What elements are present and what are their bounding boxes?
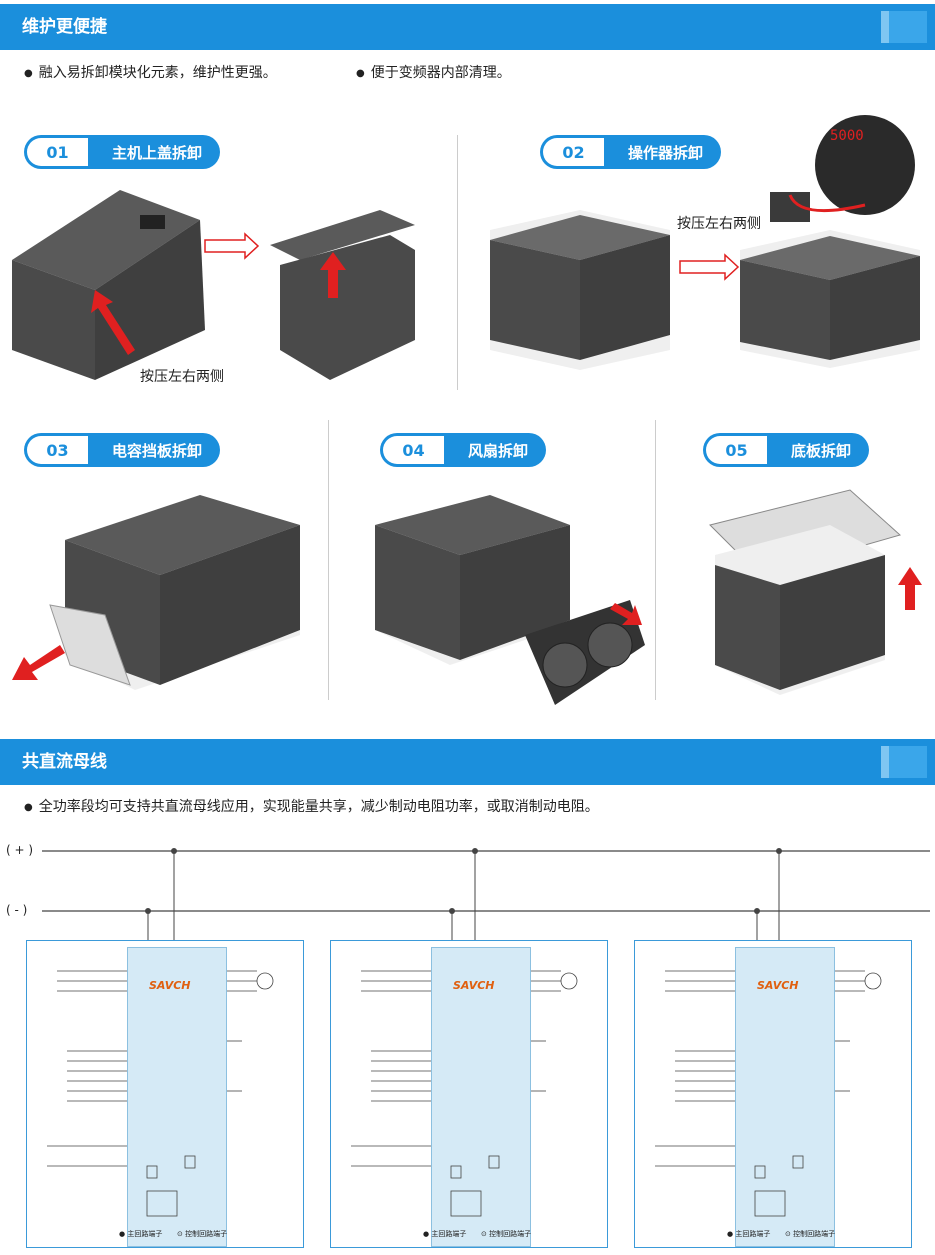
brand-logo: SAVCH (149, 979, 191, 992)
device-top (490, 215, 670, 260)
divider (655, 420, 656, 700)
drive-circuit-diagram-2: SAVCH ● 主回路端子 ⊙ 控制回路端子 (330, 940, 608, 1248)
drive-circuit-diagram-3: SAVCH ● 主回路端子 ⊙ 控制回路端子 (634, 940, 912, 1248)
device-open (280, 235, 415, 380)
lift-arrow-icon (320, 252, 346, 298)
divider (328, 420, 329, 700)
legend-main-terminal: ● 主回路端子 (727, 1230, 771, 1238)
step-title: 操作器拆卸 (604, 135, 722, 169)
arrow-right-icon (679, 253, 740, 281)
device-front (715, 565, 780, 690)
lift-arrow-icon (898, 567, 922, 610)
step-title: 主机上盖拆卸 (88, 135, 221, 169)
device-side (160, 525, 300, 685)
header-decoration (881, 746, 927, 778)
step-badge-03: 03 电容挡板拆卸 (24, 433, 221, 467)
section-header-dc-bus: 共直流母线 (0, 739, 935, 785)
header-decoration (881, 11, 927, 43)
remove-arrow-icon (610, 603, 642, 625)
zoom-circle (815, 115, 915, 215)
device-top (375, 495, 570, 555)
circuit-wiring (47, 970, 274, 1217)
step-number: 01 (24, 135, 102, 169)
caption-step2: 按压左右两侧 (677, 216, 761, 232)
dc-bus-wiring (42, 848, 930, 940)
section-title: 共直流母线 (22, 752, 107, 772)
step-number: 04 (380, 433, 458, 467)
display-digits: 5000 (830, 128, 864, 144)
step3-illustration (12, 495, 300, 690)
step-number: 03 (24, 433, 102, 467)
device-front (490, 240, 580, 360)
step-title: 风扇拆卸 (444, 433, 547, 467)
bus-plus-label: ( + ) (6, 843, 34, 857)
step-badge-01: 01 主机上盖拆卸 (24, 135, 221, 169)
legend-main-terminal: ● 主回路端子 (119, 1230, 163, 1238)
step-number: 02 (540, 135, 618, 169)
step1-illustration (12, 190, 415, 380)
zoom-arrow-icon (788, 194, 866, 213)
arrow-right-icon (204, 232, 260, 260)
section-title: 维护更便捷 (22, 17, 107, 37)
legend-control-terminal: ⊙ 控制回路端子 (481, 1230, 532, 1238)
step-number: 05 (703, 433, 781, 467)
step-badge-05: 05 底板拆卸 (703, 433, 870, 467)
brand-logo: SAVCH (757, 979, 799, 992)
press-arrow-icon (91, 290, 135, 355)
step5-illustration (709, 489, 922, 695)
display-panel (140, 215, 165, 229)
legend-main-terminal: ● 主回路端子 (423, 1230, 467, 1238)
fan-blade (587, 622, 633, 668)
fan-blade (542, 642, 588, 688)
device-front-2 (740, 260, 830, 360)
bus-minus-label: ( - ) (6, 903, 28, 917)
bullet-item: 全功率段均可支持共直流母线应用，实现能量共享，减少制动电阻功率，或取消制动电阻。 (24, 796, 599, 816)
device-front (375, 525, 460, 660)
device-top-2 (740, 236, 920, 280)
legend-control-terminal: ⊙ 控制回路端子 (785, 1230, 836, 1238)
remove-arrow-icon (12, 645, 65, 680)
step-title: 底板拆卸 (767, 433, 870, 467)
drive-circuit-diagram-1: SAVCH ● 主回路端子 ⊙ 控制回路端子 (26, 940, 304, 1248)
step2-illustration: 5000 (490, 115, 920, 370)
step-badge-04: 04 风扇拆卸 (380, 433, 547, 467)
circuit-wiring (655, 970, 882, 1217)
device-side (580, 235, 670, 360)
section-header-maintenance: 维护更便捷 (0, 4, 935, 50)
device-side-2 (830, 256, 920, 360)
brand-logo: SAVCH (453, 979, 495, 992)
bullet-item: 便于变频器内部清理。 (356, 62, 511, 82)
circuit-wiring (351, 970, 578, 1217)
bullet-item: 融入易拆卸模块化元素，维护性更强。 (24, 62, 277, 82)
step-badge-02: 02 操作器拆卸 (540, 135, 722, 169)
device-front (12, 260, 95, 380)
caption-step1: 按压左右两侧 (140, 369, 224, 385)
capacitor-plate (49, 604, 131, 686)
device-side (460, 525, 570, 660)
legend-control-terminal: ⊙ 控制回路端子 (177, 1230, 228, 1238)
device-side (780, 555, 885, 690)
step4-illustration (375, 495, 645, 705)
removed-cover (270, 210, 415, 260)
divider (457, 135, 458, 390)
step-title: 电容挡板拆卸 (88, 433, 221, 467)
device-top (65, 495, 300, 575)
